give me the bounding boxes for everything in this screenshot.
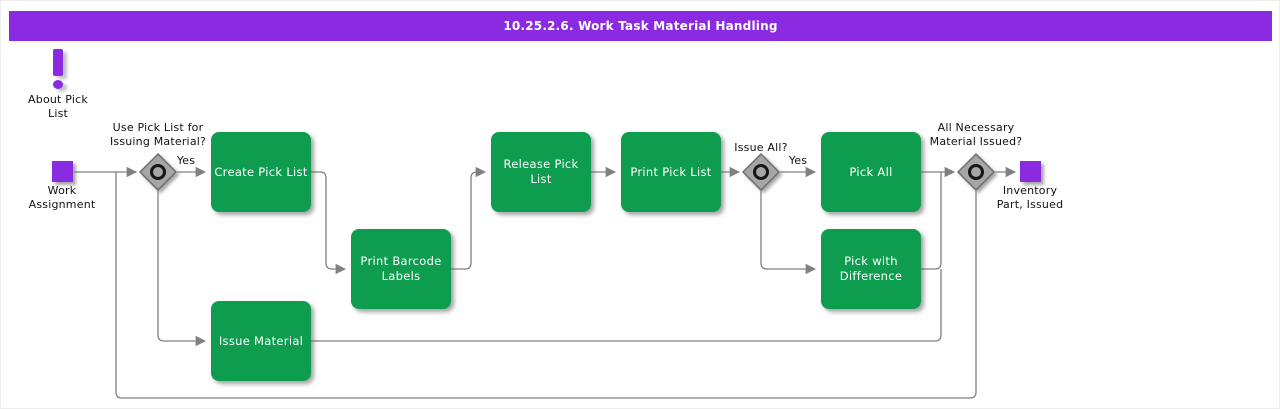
task-print-barcode-labels[interactable]: Print Barcode Labels bbox=[351, 229, 451, 309]
page-title: 10.25.2.6. Work Task Material Handling bbox=[503, 19, 778, 33]
connector-issue-material-merge bbox=[311, 269, 942, 342]
start-event-work-assignment[interactable] bbox=[52, 161, 73, 182]
gateway-ring-icon bbox=[150, 164, 166, 180]
connector-pickdiff-merge bbox=[921, 172, 942, 270]
task-label: Pick with Difference bbox=[839, 254, 903, 283]
task-label: Create Pick List bbox=[214, 164, 308, 179]
about-exclamation-dot-icon[interactable] bbox=[53, 80, 63, 89]
task-pick-with-difference[interactable]: Pick with Difference bbox=[821, 229, 921, 309]
task-release-pick-list[interactable]: Release Pick List bbox=[491, 132, 591, 212]
gateway-ring-icon bbox=[968, 164, 984, 180]
decision-use-pick-list[interactable] bbox=[139, 153, 177, 191]
task-label: Print Barcode Labels bbox=[360, 254, 442, 283]
task-label: Print Pick List bbox=[630, 164, 712, 179]
connector-create-to-barcode bbox=[311, 171, 347, 275]
connector-barcode-to-release bbox=[451, 166, 487, 270]
decision1-question: Use Pick List for Issuing Material? bbox=[109, 121, 207, 148]
end-event-label: Inventory Part, Issued bbox=[996, 184, 1064, 211]
task-label: Issue Material bbox=[218, 333, 304, 348]
decision-all-necessary-material-issued[interactable] bbox=[957, 153, 995, 191]
decision3-question: All Necessary Material Issued? bbox=[929, 121, 1023, 148]
about-exclamation-icon[interactable] bbox=[53, 49, 63, 76]
task-print-pick-list[interactable]: Print Pick List bbox=[621, 132, 721, 212]
yes-label-issue-all: Yes bbox=[788, 154, 808, 167]
connector-decision1-to-issue-material bbox=[157, 190, 207, 347]
task-label: Release Pick List bbox=[503, 157, 579, 186]
about-pick-list-label: About Pick List bbox=[28, 93, 88, 120]
task-create-pick-list[interactable]: Create Pick List bbox=[211, 132, 311, 212]
task-issue-material[interactable]: Issue Material bbox=[211, 301, 311, 381]
connector-decision2-to-pickdiff bbox=[760, 190, 817, 275]
gateway-ring-icon bbox=[753, 164, 769, 180]
yes-label-use-pick-list: Yes bbox=[176, 154, 196, 167]
start-event-label: Work Assignment bbox=[28, 184, 96, 211]
task-label: Pick All bbox=[849, 164, 893, 179]
decision-issue-all[interactable] bbox=[742, 153, 780, 191]
title-banner: 10.25.2.6. Work Task Material Handling bbox=[9, 11, 1272, 41]
connector-loopback bbox=[115, 172, 977, 399]
end-event-inventory-part-issued[interactable] bbox=[1020, 161, 1041, 182]
decision2-question: Issue All? bbox=[734, 141, 788, 154]
task-pick-all[interactable]: Pick All bbox=[821, 132, 921, 212]
